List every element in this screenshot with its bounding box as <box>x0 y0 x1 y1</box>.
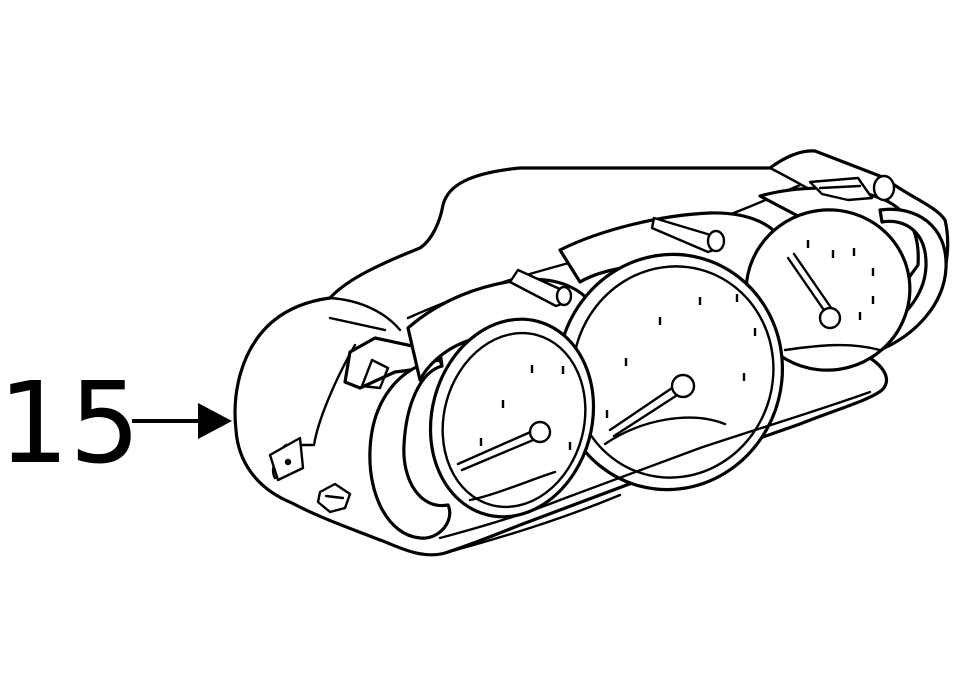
light-pipe-center <box>650 216 726 254</box>
leader-arrow-icon <box>132 403 232 439</box>
callout-number: 15 <box>0 359 141 489</box>
hood-contour <box>328 296 402 332</box>
callout[interactable]: 15 <box>0 359 232 489</box>
left-gauge <box>428 317 596 519</box>
left-mounting-tab <box>268 436 305 482</box>
light-pipe-left <box>508 268 573 308</box>
left-bezel <box>368 358 452 540</box>
right-gauge <box>744 208 912 372</box>
instrument-cluster-icon[interactable] <box>233 149 950 557</box>
left-wall-line <box>328 316 387 332</box>
base-lip-lower <box>443 493 622 555</box>
base-lip <box>438 390 872 540</box>
top-right-clip <box>808 174 896 202</box>
